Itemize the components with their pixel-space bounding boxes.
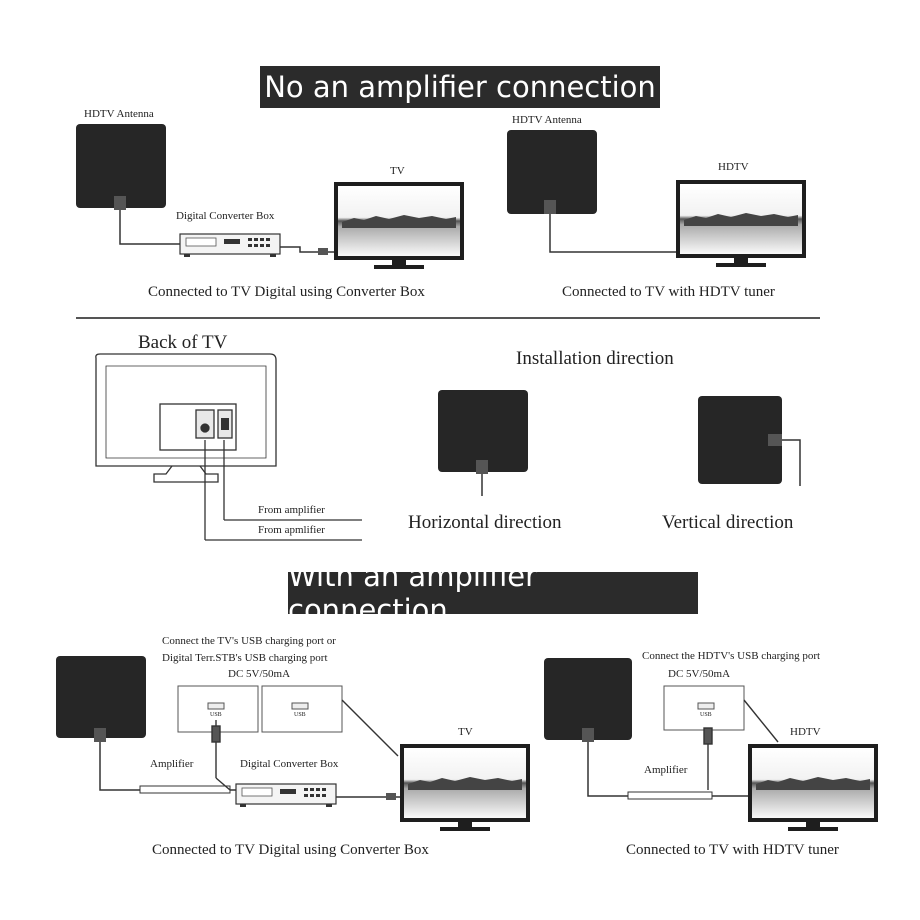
usb-note-left-line2: Digital Terr.STB's USB charging port: [162, 652, 328, 664]
usb-callout-left: [177, 685, 343, 733]
amplifier-s3-left: [139, 785, 231, 794]
horizontal-direction-label: Horizontal direction: [408, 512, 562, 533]
cable-s1-left: [119, 210, 180, 245]
tv-s1-right: [676, 180, 806, 267]
amplifier-s3-right: [627, 791, 713, 800]
converter-label-s3: Digital Converter Box: [240, 758, 339, 770]
dc-label-left: DC 5V/50mA: [228, 668, 291, 680]
usb-note-right: Connect the HDTV's USB charging port: [642, 650, 821, 662]
dc-label-right: DC 5V/50mA: [668, 668, 731, 680]
usb-note-left-line1: Connect the TV's USB charging port or: [162, 635, 336, 647]
antenna-label-s1-left: HDTV Antenna: [84, 108, 154, 120]
tv-label-s3-left: TV: [458, 726, 473, 738]
converter-label-s1: Digital Converter Box: [176, 210, 275, 222]
caption-s1-left: Connected to TV Digital using Converter …: [148, 284, 425, 300]
antenna-s3-right: [544, 658, 632, 742]
installation-direction-title: Installation direction: [516, 348, 674, 369]
antenna-vertical: [698, 396, 801, 486]
back-of-tv-title: Back of TV: [138, 332, 228, 353]
from-amplifier-label-1: From amplifier: [258, 504, 325, 516]
antenna-label-s1-right: HDTV Antenna: [512, 114, 582, 126]
tv-label-s1-right: HDTV: [718, 161, 749, 173]
back-of-tv-drawing: [95, 353, 362, 541]
tv-label-s3-right: HDTV: [790, 726, 821, 738]
banner-no-amplifier: No an amplifier connection: [260, 66, 660, 108]
caption-s1-right: Connected to TV with HDTV tuner: [562, 284, 775, 300]
tv-label-s1-left: TV: [390, 165, 405, 177]
tv-s3-left: [400, 744, 530, 831]
antenna-s1-right: [507, 130, 597, 214]
antenna-s3-left: [56, 656, 146, 742]
amplifier-label-left: Amplifier: [150, 758, 194, 770]
caption-s3-left: Connected to TV Digital using Converter …: [152, 842, 429, 858]
cable-s1-right: [549, 214, 676, 253]
caption-s3-right: Connected to TV with HDTV tuner: [626, 842, 839, 858]
converter-box-s1: [179, 233, 281, 258]
usb-port-label-1: USB: [210, 712, 222, 718]
usb-callout-right: [663, 685, 745, 731]
antenna-s1-left: [76, 124, 166, 210]
amplifier-label-right: Amplifier: [644, 764, 688, 776]
antenna-horizontal: [438, 390, 528, 496]
tv-s1-left: [334, 182, 464, 269]
tv-s3-right: [748, 744, 878, 831]
converter-box-s3: [235, 783, 337, 808]
from-amplifier-label-2: From apmlifier: [258, 524, 325, 536]
usb-port-label-3: USB: [700, 712, 712, 718]
vertical-direction-label: Vertical direction: [662, 512, 794, 533]
usb-port-label-2: USB: [294, 712, 306, 718]
